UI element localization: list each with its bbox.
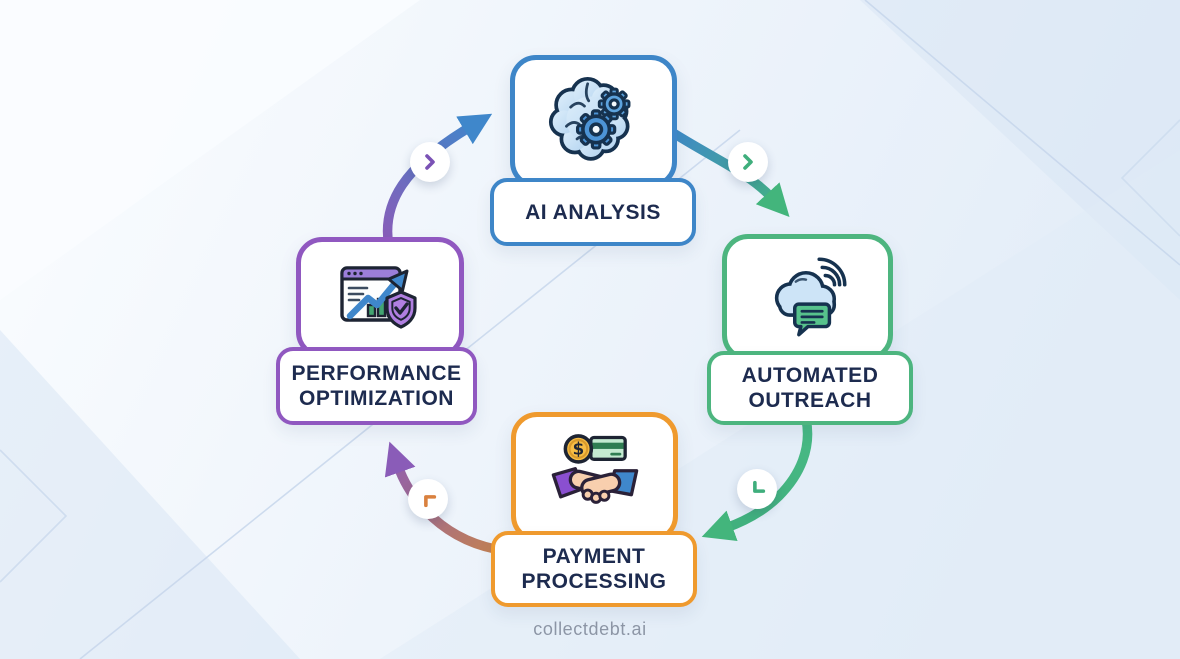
cloud-message-icon — [757, 256, 847, 336]
chevron-right-icon — [743, 154, 753, 170]
node-payment-processing-label: PAYMENT PROCESSING — [491, 531, 697, 607]
badge-payment-to-performance — [408, 479, 448, 519]
chevron-down-left-icon — [753, 480, 766, 493]
node-automated-outreach-label: AUTOMATED OUTREACH — [707, 351, 913, 425]
shield-check — [385, 289, 417, 329]
node-label-text: OUTREACH — [748, 389, 872, 412]
arrow-outreach-to-payment — [701, 414, 813, 541]
arrow-ai-to-outreach — [662, 124, 790, 217]
node-payment-processing-icon-box: $ — [511, 412, 678, 542]
node-performance-optimization-label: PERFORMANCE OPTIMIZATION — [276, 347, 477, 425]
chevron-right-icon — [425, 154, 435, 170]
growth-arrow — [346, 269, 409, 319]
large-gear — [575, 108, 616, 150]
svg-text:$: $ — [572, 440, 584, 459]
dollar-coin: $ — [563, 434, 593, 464]
node-ai-analysis-icon-box — [510, 55, 677, 188]
handshake — [551, 467, 638, 504]
node-label-text: AI ANALYSIS — [525, 200, 661, 224]
chart-shield-icon — [340, 265, 417, 329]
credit-card — [588, 435, 627, 461]
node-label-text: PAYMENT — [542, 545, 646, 568]
signal-waves — [816, 256, 847, 287]
node-label-text: OPTIMIZATION — [299, 387, 454, 410]
node-ai-analysis-label: AI ANALYSIS — [490, 178, 696, 246]
node-label-text: PROCESSING — [521, 570, 667, 593]
badge-ai-to-outreach — [728, 142, 768, 182]
node-label-text: PERFORMANCE — [291, 362, 462, 385]
chat-bubble — [792, 301, 831, 336]
arrow-performance-to-ai — [382, 113, 493, 252]
handshake-payment-icon: $ — [551, 434, 638, 504]
badge-outreach-to-payment — [737, 469, 777, 509]
node-label-text: AUTOMATED — [741, 364, 879, 387]
chevron-up-left-icon — [424, 495, 437, 508]
badge-performance-to-ai — [410, 142, 450, 182]
brand-footer: collectdebt.ai — [533, 619, 647, 639]
brain-gears-icon — [541, 69, 630, 175]
node-performance-optimization-icon-box — [296, 237, 464, 358]
small-gear — [597, 87, 630, 120]
node-automated-outreach-icon-box — [722, 234, 893, 361]
